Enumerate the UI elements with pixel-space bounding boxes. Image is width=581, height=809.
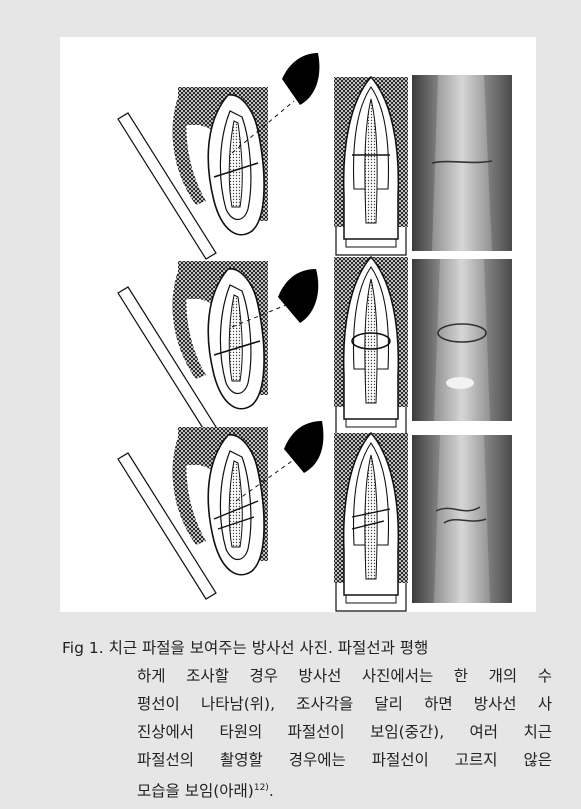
panel-top-radiograph — [412, 75, 512, 251]
panel-middle-straight-tooth — [334, 257, 408, 435]
panel-bottom-straight-tooth — [334, 433, 408, 611]
panel-middle-tilted-tooth — [118, 261, 268, 433]
panel-bottom-tilted-tooth — [118, 427, 268, 599]
caption-line-5: 파절선의 촬영할 경우에는 파절선이 고르지 않은 — [62, 746, 552, 774]
caption-line-4: 진상에서 타원의 파절선이 보임(중간), 여러 치근 — [62, 718, 552, 746]
caption-line-1: Fig 1. 치근 파절을 보여주는 방사선 사진. 파절선과 평행 — [62, 634, 552, 662]
caption-line-2: 하게 조사할 경우 방사선 사진에서는 한 개의 수 — [62, 662, 552, 690]
panel-bottom-xray-source — [284, 421, 323, 473]
caption-label: Fig 1. — [62, 639, 104, 657]
panel-middle-xray-source — [278, 269, 318, 323]
caption-reference: 12) — [254, 783, 269, 793]
caption-line-6: 모습을 보임(아래)12). — [62, 774, 552, 805]
panel-top-xray-source — [282, 53, 319, 105]
panel-top-tilted-tooth — [118, 87, 268, 259]
panel-top-straight-tooth — [334, 77, 408, 255]
figure-caption: Fig 1. 치근 파절을 보여주는 방사선 사진. 파절선과 평행 하게 조사… — [62, 634, 552, 805]
caption-line-3: 평선이 나타남(위), 조사각을 달리 하면 방사선 사 — [62, 690, 552, 718]
figure-image — [60, 37, 536, 612]
panel-middle-radiograph — [412, 259, 512, 421]
tooth-fracture-illustration — [60, 37, 536, 612]
panel-bottom-radiograph — [412, 435, 512, 603]
